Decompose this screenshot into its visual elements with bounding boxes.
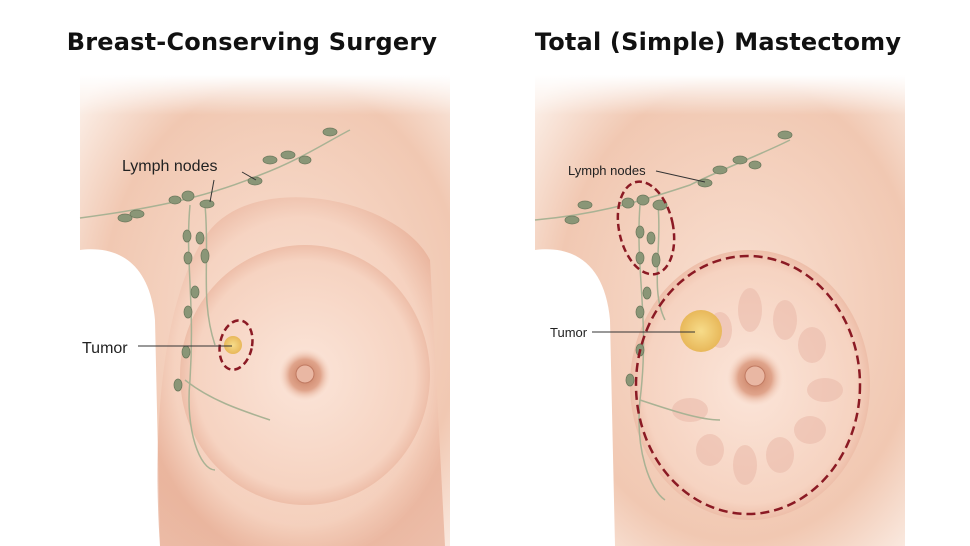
nipple [295,364,315,384]
tumor-label: Tumor [82,340,128,357]
mastectomy-outline [634,254,862,516]
tumor-label: Tumor [550,325,588,340]
panel-title-mastectomy: Total (Simple) Mastectomy [534,28,902,56]
tumor [224,336,242,354]
tumor [680,310,722,352]
nipple [744,365,766,387]
lumpectomy-outline [218,319,254,371]
lymph-nodes-label: Lymph nodes [568,163,646,178]
lymph-node-removal-outline [616,180,676,276]
breast-conserving-illustration: Lymph nodes Tumor [79,75,450,546]
lymph-nodes-label: Lymph nodes [122,158,217,175]
mastectomy-illustration: Lymph nodes Tumor [534,75,905,546]
lymph-node-group [564,130,793,387]
lymph-node-group [117,127,338,392]
panel-title-breast-conserving: Breast-Conserving Surgery [66,28,438,56]
arm-gap [535,249,615,546]
arm-gap [80,249,160,546]
